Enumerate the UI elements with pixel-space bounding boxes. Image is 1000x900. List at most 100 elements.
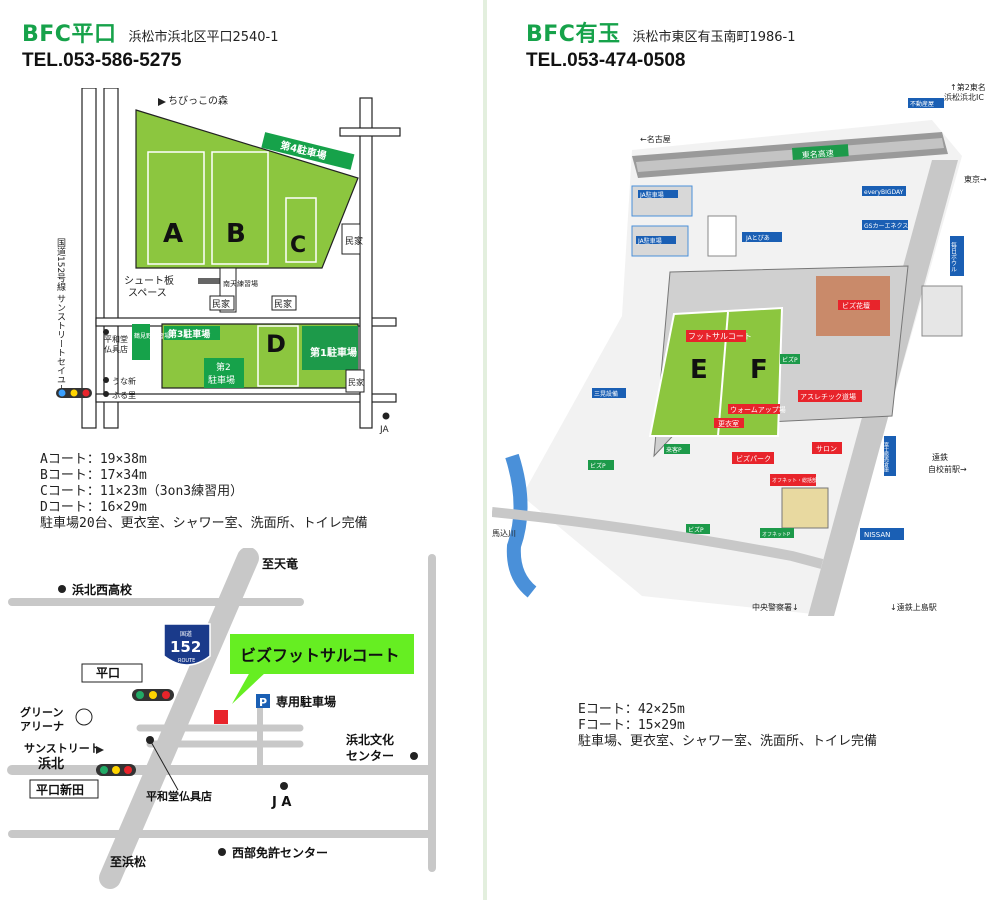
route-shield-label: 国道 [180,630,192,638]
parking-label: 専用駐車場 [276,694,336,709]
house-label-3: 民家 [274,298,292,310]
athletic-label: アスレチック道場 [800,392,856,401]
green-arena-label-2: アリーナ [20,720,64,733]
visitor-p-label: 来客P [666,446,682,454]
tomei-north-label: ↑第2東名 [950,82,986,92]
shoot-board-label: シュート板 [124,274,174,287]
sunstreet-label: サンストリートセイユー [55,294,66,393]
route-shield-sub: ROUTE [178,658,195,664]
court-c-label: C [290,233,306,258]
parking2-label: 第2 [216,361,231,373]
bunka-center-label: 浜北文化 [346,732,394,747]
field-abc [135,109,359,269]
venue-callout[interactable] [230,634,414,674]
spec-line: Fコート：15×29m [578,718,685,733]
everybig-label: everyBIGDAY [864,189,904,196]
venue-marker[interactable] [214,710,228,724]
futsal-court-label: フットサルコート [688,332,752,341]
court-e-label: E [690,355,708,385]
shitenryu-label: 至天竜 [262,556,298,571]
sanyo-label: 三晃設備 [594,390,618,398]
unashin-label: うな新 [112,376,136,386]
hiraguchi-site-map: A B C 第4駐車場 ちびっこの森 民家 シュート板 スペース 南天練習場 民… [55,88,401,435]
venue-header-hiraguchi: BFC平口浜松市浜北区平口2540-1 TEL.053-586-5275 [22,16,279,72]
spec-line: 駐車場20台、更衣室、シャワー室、洗面所、トイレ完備 [40,516,368,531]
locker-label: 更衣室 [718,419,739,428]
venue-address: 浜松市浜北区平口2540-1 [128,30,279,45]
biz-flower-label: ビズ花壇 [842,301,870,310]
heiwado-label: 平和堂仏具店 [146,789,212,803]
hiraguchi-specs: Aコート：19×38m Bコート：17×34m Cコート：11×23m（3on3… [40,452,368,532]
gs-label: GSカーエネクス [864,223,908,230]
seibu-license-label: 西部免許センター [232,845,328,860]
office-label: オフネット・総括部 [772,477,817,484]
salon-label: サロン [816,445,837,453]
route-shield-number: 152 [170,638,201,656]
route-map: 至天竜 浜北西高校 国道 152 ROUTE ビズフットサルコート 平口 P 専… [7,548,436,889]
practice-field-label: 南天練習場 [223,279,258,288]
venue-name: BFC平口 [22,22,117,47]
police-label: 中央警察署↓ [752,602,799,612]
tomei-north-label-2: 浜松浜北IC [944,92,984,102]
parking1-label: 第1駐車場 [310,346,357,359]
court-f-label: F [750,355,768,385]
court-d-label: D [266,330,286,358]
spec-line: Dコート：16×29m [40,500,147,515]
parking-icon [256,694,270,708]
venue-address: 浜松市東区有玉南町1986-1 [632,30,796,45]
arita-site-map: 東名高速 ←名古屋 東京→ ↑第2東名 浜松浜北IC 不動産屋 JA駐車場 JA… [492,82,987,616]
biz-p-label: ビズP [782,356,798,364]
spec-line: Bコート：17×34m [40,468,147,483]
entetsu-label: 遠鉄 [932,452,948,462]
warmup-label: ウォームアップ場 [730,405,786,414]
ja-label: JA [379,425,389,435]
heiwado-label-2: 仏具店 [104,344,128,354]
court-b-label: B [226,219,246,249]
parking3-label: 第3駐車場 [168,328,210,340]
biz-park-label: ビズパーク [736,454,771,463]
venue-header-arita: BFC有玉浜松市東区有玉南町1986-1 TEL.053-474-0508 [526,16,796,72]
ja-toppi-label: JAとぴあ [745,235,770,242]
ja-parking-label-2: JA駐車場 [637,237,662,245]
parking-icon-letter: P [259,696,267,709]
venue-phone[interactable]: TEL.053-474-0508 [526,50,686,71]
venue-phone[interactable]: TEL.053-586-5275 [22,50,182,71]
ja-label: J A [271,795,291,810]
bunka-center-label-2: センター [346,749,394,763]
route-152-shield-icon: 国道 152 ROUTE [163,623,211,666]
spec-line: 駐車場、更衣室、シャワー室、洗面所、トイレ完備 [578,734,878,749]
parking2-label-2: 駐車場 [208,374,235,386]
hamakita-west-label: 浜北西高校 [72,582,133,597]
hamakita-label: 浜北 [38,756,64,772]
entetsu-label-2: 自校前駅→ [928,464,967,474]
river-label: 馬込川 [492,529,516,538]
sunstreet-label: サンストリート [24,742,101,755]
green-arena-label: グリーン [20,705,63,719]
house-label-4: 民家 [348,377,364,387]
fudosan-label: 不動産屋 [910,100,934,108]
arita-specs: Eコート：42×25m Fコート：15×29m 駐車場、更衣室、シャワー室、洗面… [578,702,877,750]
house-label-2: 民家 [212,298,230,310]
nagoya-label: ←名古屋 [640,134,671,144]
venue-name: BFC有玉 [526,22,621,47]
fuji-house-label: 富士販売倉庫 [883,441,889,473]
biz-p3-label: ビズP [688,526,704,534]
biz-p2-label: ビズP [590,462,606,470]
heiguchi-shinden-label: 平口新田 [36,782,84,797]
practice-ground-label: 鶴見野練習場 [134,332,170,340]
office-p-label: オフネットP [762,532,790,538]
forest-label: ちびっこの森 [168,94,228,107]
kamijima-label: ↓遠鉄上島駅 [890,602,937,612]
hamamatsu-label: 至浜松 [110,854,146,869]
court-a-label: A [163,219,183,249]
bowl-label: 毎日ボウル [950,241,957,272]
heiguchi-label: 平口 [96,666,120,680]
spec-line: Aコート：19×38m [40,452,147,467]
shoot-board-label-2: スペース [128,288,167,299]
ja-parking-label: JA駐車場 [639,191,664,199]
national-road-label: 国道152号線 [55,238,66,291]
tokyo-label: 東京→ [964,174,987,184]
house-label: 民家 [345,235,363,247]
spec-line: Cコート：11×23m（3on3練習用） [40,484,244,499]
nissan-label: NISSAN [864,531,890,539]
